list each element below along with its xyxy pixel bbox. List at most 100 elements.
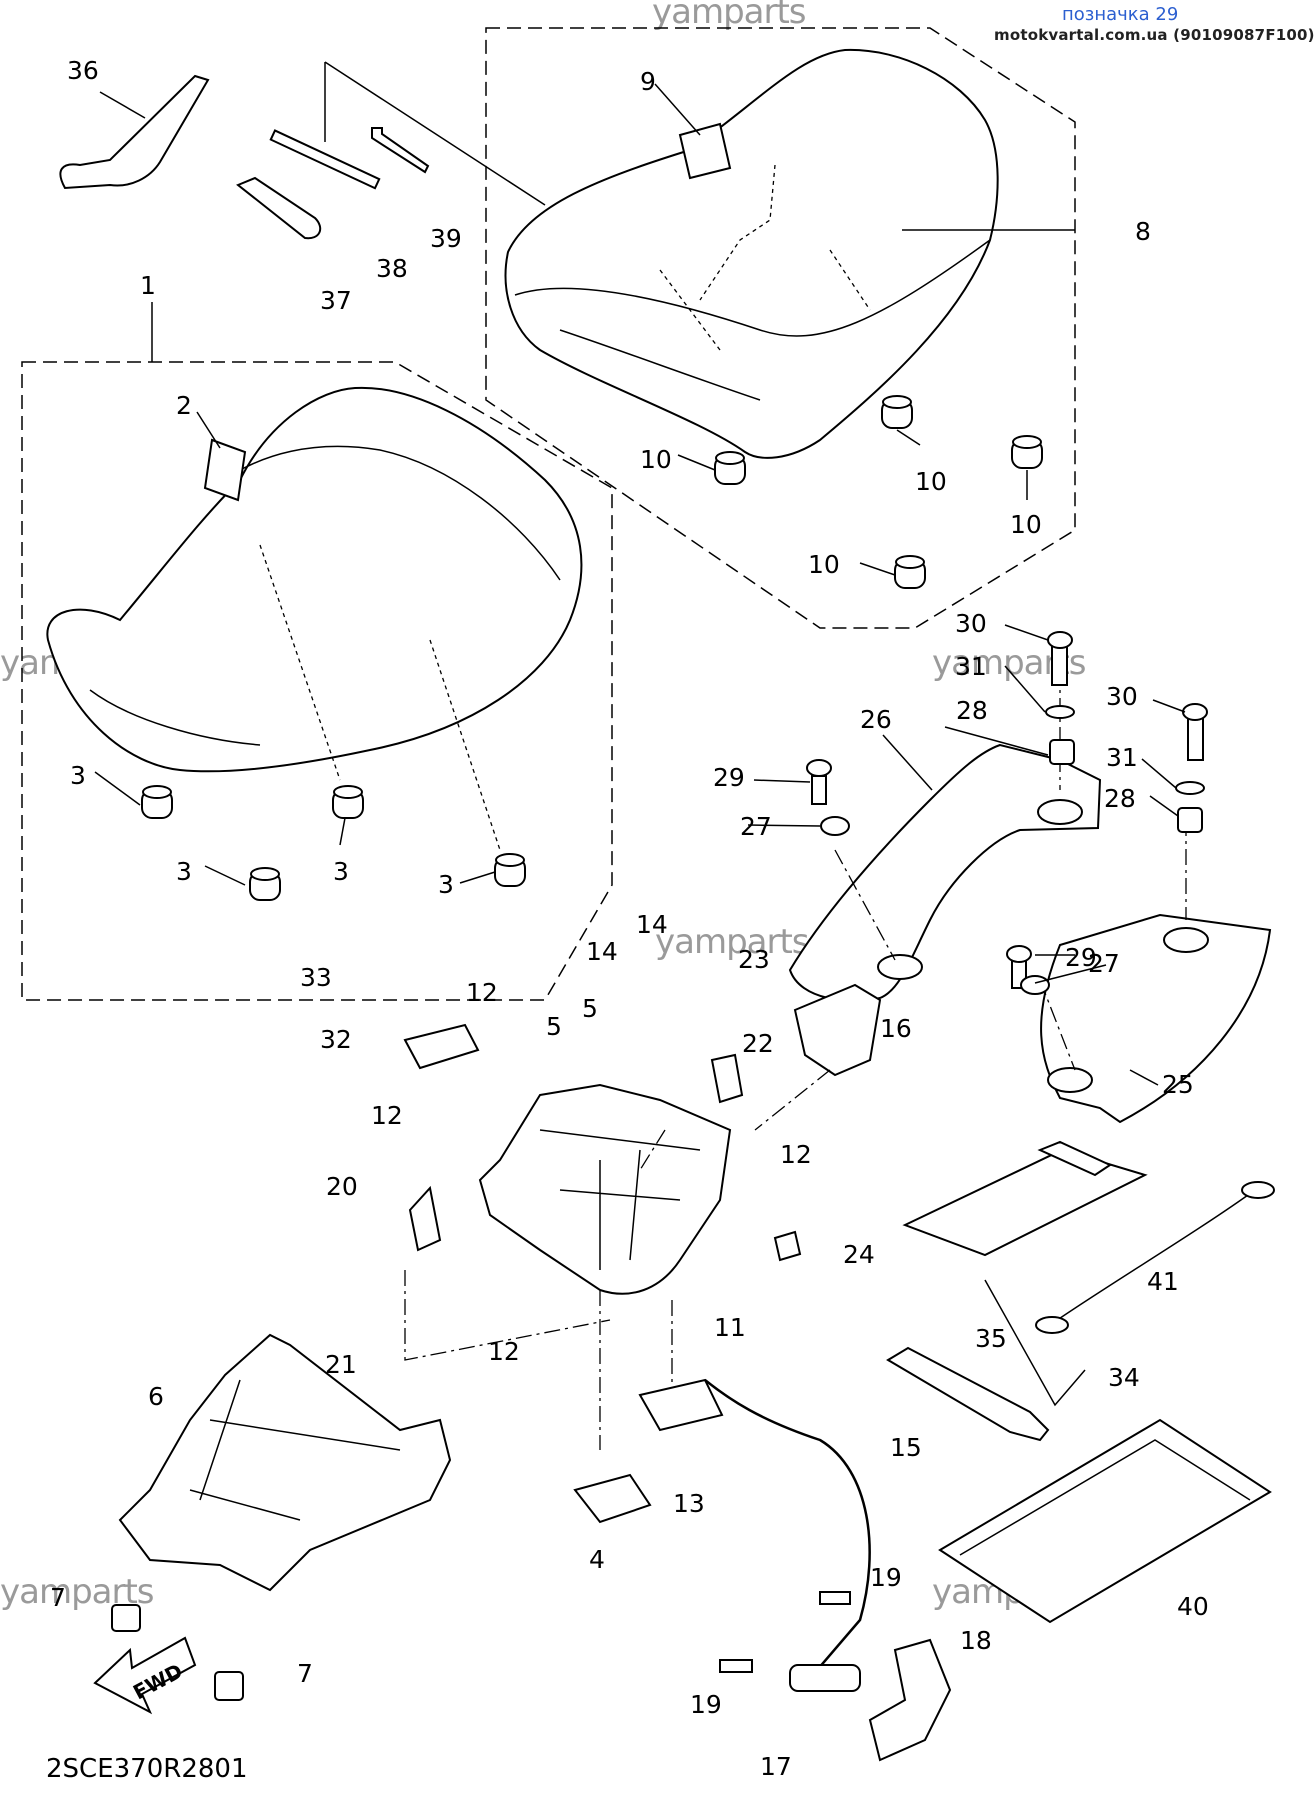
- diagram-label: позначка 29: [1062, 4, 1179, 25]
- callout-10: 10: [808, 550, 840, 579]
- hook-4: [573, 1473, 652, 1524]
- callout-8: 8: [1135, 217, 1151, 246]
- damper-3a: [141, 785, 173, 819]
- callout-37: 37: [320, 286, 352, 315]
- callout-27: 27: [740, 812, 772, 841]
- damper-3b: [249, 867, 281, 901]
- callout-2: 2: [176, 391, 192, 420]
- callout-10: 10: [1010, 510, 1042, 539]
- lock-wire: [1049, 1189, 1256, 1326]
- hook-13: [638, 1378, 724, 1432]
- damper-10d: [894, 555, 926, 589]
- callout-26: 26: [860, 705, 892, 734]
- front-seat: [46, 386, 583, 773]
- bolt-19b: [719, 1659, 753, 1673]
- rear-seat-group: [485, 27, 1076, 629]
- rear-seat: [504, 48, 999, 459]
- hex-wrench: [371, 127, 430, 174]
- watermark: yamparts: [652, 0, 807, 32]
- callout-16: 16: [880, 1014, 912, 1043]
- damper-10c: [1011, 435, 1043, 469]
- callout-3: 3: [333, 857, 349, 886]
- tool-parts: [59, 61, 546, 240]
- pad-24: [773, 1230, 802, 1262]
- callout-40: 40: [1177, 1592, 1209, 1621]
- forward-arrow: FWD: [93, 1636, 197, 1715]
- strap-35: [886, 1346, 1050, 1442]
- callout-7: 7: [50, 1583, 66, 1612]
- bracket-32: [403, 1023, 480, 1070]
- seat-stay: [118, 1333, 452, 1592]
- callout-18: 18: [960, 1626, 992, 1655]
- callout-12: 12: [488, 1337, 520, 1366]
- bracket-22: [710, 1053, 744, 1104]
- callout-28: 28: [956, 696, 988, 725]
- damper-parts: [141, 395, 1043, 901]
- damper-10b: [881, 395, 913, 429]
- lock-cylinder: [789, 1664, 861, 1692]
- lock-bracket-18: [868, 1638, 952, 1762]
- bolt-19a: [819, 1591, 851, 1605]
- callout-5: 5: [546, 1012, 562, 1041]
- tool-strip: [269, 129, 381, 190]
- diagram-code: 2SCE370R2801: [46, 1754, 248, 1784]
- lock-catch-16: [793, 983, 882, 1077]
- cable-lock-parts: [704, 1379, 952, 1762]
- callout-30: 30: [1106, 682, 1138, 711]
- callout-7: 7: [297, 1659, 313, 1688]
- seat-stay-parts: [111, 1333, 452, 1701]
- callout-34: 34: [1108, 1363, 1140, 1392]
- callout-31: 31: [955, 652, 987, 681]
- callout-1: 1: [140, 271, 156, 300]
- callout-29: 29: [1065, 943, 1097, 972]
- rear-seat-label: [678, 122, 732, 180]
- source-reference: motokvartal.com.ua (90109087F100): [994, 26, 1315, 44]
- callout-3: 3: [176, 857, 192, 886]
- callout-19: 19: [870, 1563, 902, 1592]
- manual-40: [938, 1418, 1272, 1624]
- accessory-parts: [886, 1140, 1275, 1624]
- grommet-7a: [111, 1604, 141, 1632]
- callout-28: 28: [1104, 784, 1136, 813]
- callout-13: 13: [673, 1489, 705, 1518]
- watermark: yamparts: [655, 922, 810, 962]
- callout-6: 6: [148, 1382, 164, 1411]
- lock-bracket-parts: [403, 983, 882, 1450]
- callout-3: 3: [70, 761, 86, 790]
- leader-lines: [94, 83, 1186, 1086]
- callout-33: 33: [300, 963, 332, 992]
- callout-11: 11: [714, 1313, 746, 1342]
- grommet-7b: [214, 1671, 244, 1701]
- callout-21: 21: [325, 1350, 357, 1379]
- callout-38: 38: [376, 254, 408, 283]
- callout-22: 22: [742, 1029, 774, 1058]
- callout-12: 12: [371, 1101, 403, 1130]
- callout-10: 10: [640, 445, 672, 474]
- callout-41: 41: [1147, 1267, 1179, 1296]
- spanner: [59, 74, 210, 190]
- callout-36: 36: [67, 56, 99, 85]
- callout-29: 29: [713, 763, 745, 792]
- callout-25: 25: [1162, 1070, 1194, 1099]
- callout-24: 24: [843, 1240, 875, 1269]
- tool-pouch: [902, 1148, 1148, 1257]
- damper-3c: [332, 785, 364, 819]
- callout-14: 14: [636, 910, 668, 939]
- callout-39: 39: [430, 224, 462, 253]
- callout-4: 4: [589, 1545, 605, 1574]
- callout-27: 27: [1088, 949, 1120, 978]
- grab-bar-left: [788, 743, 1102, 1002]
- callout-numbers: 1 2 3 3 3 3 4 5 5 6 7 7 8 9 10 10 10 10 …: [50, 56, 1209, 1781]
- callout-30: 30: [955, 609, 987, 638]
- callout-3: 3: [438, 870, 454, 899]
- bracket-20: [408, 1185, 442, 1252]
- screwdriver: [236, 176, 322, 240]
- hook-parts: [573, 1378, 724, 1524]
- callout-17: 17: [760, 1752, 792, 1781]
- callout-35: 35: [975, 1324, 1007, 1353]
- damper-3d: [494, 853, 526, 887]
- callout-19: 19: [690, 1690, 722, 1719]
- lock-bracket: [478, 1083, 732, 1295]
- callout-10: 10: [915, 467, 947, 496]
